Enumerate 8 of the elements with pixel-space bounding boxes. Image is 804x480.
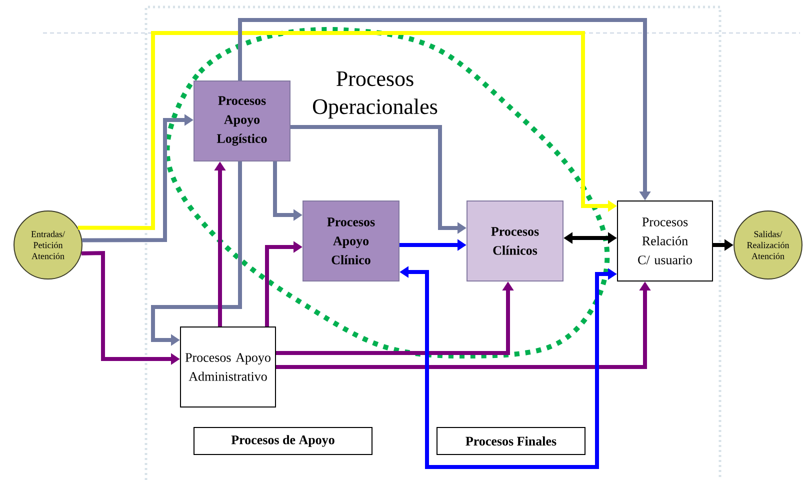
process-box: Procesos Relación C/ usuario [617, 200, 713, 282]
group-label-box: Procesos Finales [436, 427, 586, 455]
process-box: Procesos Apoyo Logístico [194, 80, 290, 162]
group-label-box: Procesos de Apoyo [194, 427, 372, 455]
process-box: Procesos Apoyo Clínico [302, 200, 400, 282]
region-label: Procesos Operacionales [313, 71, 438, 119]
process-box: Procesos Clínicos [466, 200, 564, 282]
process-box: Procesos Apoyo Administrativo [180, 326, 276, 408]
